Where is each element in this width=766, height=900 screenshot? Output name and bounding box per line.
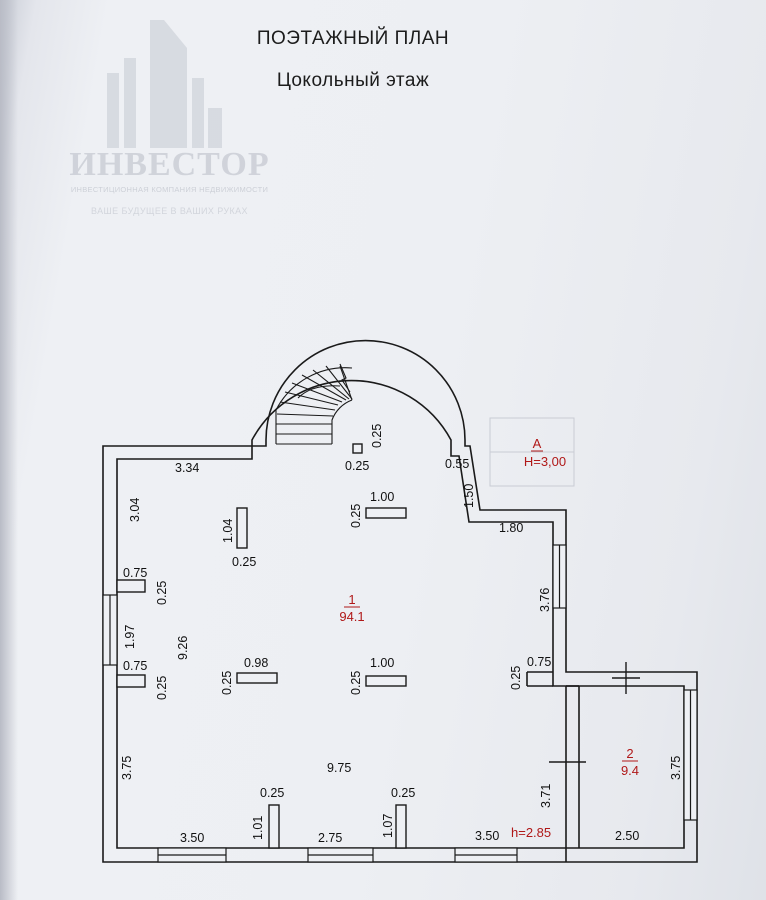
dim-room2-height: 3.75 [669,756,683,780]
building-icon [107,20,222,148]
dim-room2-width: 2.50 [615,829,639,843]
left-window [102,594,118,666]
dim-bottom-middle: 2.75 [318,831,342,845]
room2-number: 2 [626,746,633,761]
dim-right-upper: 3.76 [538,588,552,612]
watermark-subtitle: ИНВЕСТИЦИОННАЯ КОМПАНИЯ НЕДВИЖИМОСТИ [70,185,269,194]
dim-col-center-upper-w: 1.00 [370,490,394,504]
dim-column-top-v: 0.25 [370,424,384,448]
spiral-stair [275,363,353,445]
dim-right-partition-h: 0.75 [527,655,551,669]
dim-right-partition-v: 0.25 [509,666,523,690]
dim-left-notch-bottom-v: 0.25 [155,676,169,700]
dim-col-left-upper-h: 1.04 [221,519,235,543]
columns [236,443,407,687]
page-subtitle: Цокольный этаж [276,70,430,91]
room1-area: 94.1 [339,609,364,624]
dim-left-upper: 3.04 [128,498,142,522]
door-marks [549,662,640,763]
dim-left-window: 1.97 [123,625,137,649]
watermark-tagline: ВАШЕ БУДУЩЕЕ В ВАШИХ РУКАХ [91,206,248,216]
dim-left-lower: 3.75 [120,756,134,780]
dim-top-left: 3.34 [175,461,199,475]
dim-col-left-upper-w: 0.25 [232,555,256,569]
dim-stub-left-h: 1.01 [251,816,265,840]
dim-left-notch-top-v: 0.25 [155,581,169,605]
dim-arch-right-v: 1.50 [462,484,476,508]
watermark-logo: ИНВЕСТОР ИНВЕСТИЦИОННАЯ КОМПАНИЯ НЕДВИЖИ… [62,18,277,223]
dim-col-left-lower-w: 0.98 [244,656,268,670]
room1-number: 1 [348,592,355,607]
dim-col-center-upper-v: 0.25 [349,504,363,528]
dim-left-notch-bottom-w: 0.75 [123,659,147,673]
dim-overall-height: 9.26 [176,636,190,660]
outer-walls [102,339,698,863]
dim-overall-width: 9.75 [327,761,351,775]
dim-arch-right: 0.55 [445,457,469,471]
dim-partition-right-v: 3.71 [539,784,553,808]
dim-column-top-h: 0.25 [345,459,369,473]
room2-area: 9.4 [621,763,639,778]
dim-stub-right-w: 0.25 [391,786,415,800]
dim-col-left-lower-v: 0.25 [220,671,234,695]
dim-bottom-right: 3.50 [475,829,499,843]
dim-left-notch-top-w: 0.75 [123,566,147,580]
dim-right-step: 1.80 [499,521,523,535]
watermark-name: ИНВЕСТОР [69,146,270,183]
ceiling-height: h=2.85 [511,825,551,840]
dim-col-center-lower-w: 1.00 [370,656,394,670]
bottom-windows [157,847,518,863]
dim-stub-left-w: 0.25 [260,786,284,800]
bottom-stubs [268,804,407,849]
right-windows [552,544,698,821]
dim-col-center-lower-v: 0.25 [349,671,363,695]
left-notches [116,579,146,688]
dim-bottom-left: 3.50 [180,831,204,845]
page-title: ПОЭТАЖНЫЙ ПЛАН [256,28,450,49]
dim-stub-right-h: 1.07 [381,814,395,838]
annex-height: Н=3,00 [524,454,566,469]
annex-letter: А [533,436,542,451]
page-shadow [0,0,18,900]
ghost-lines [489,417,575,487]
room2-partition [526,671,580,862]
